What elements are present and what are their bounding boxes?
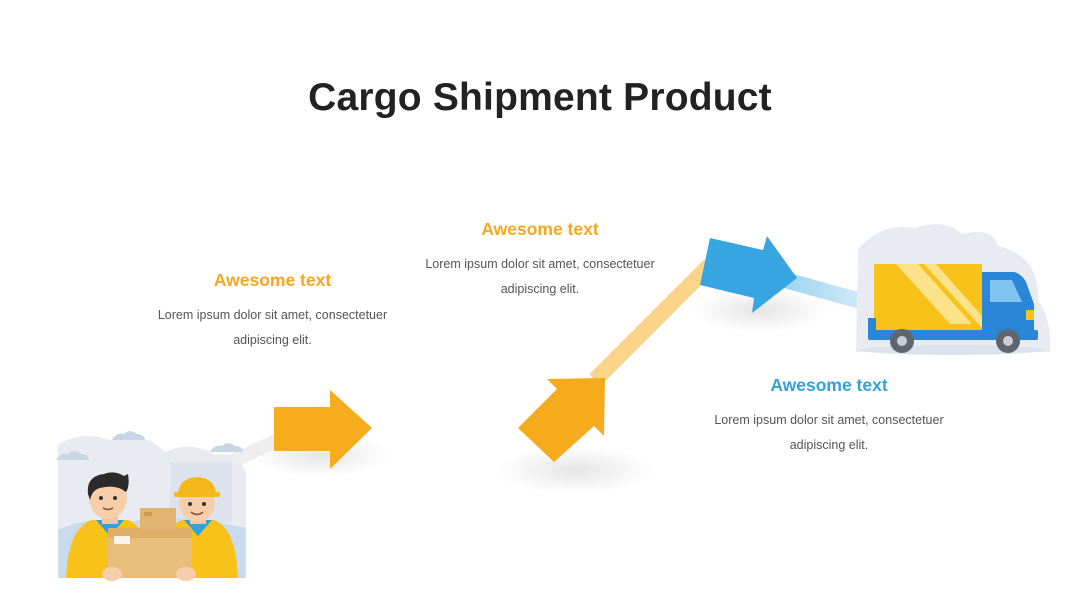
step-2-body-line-2: adipiscing elit. <box>500 282 580 296</box>
step-1-body-line-2: adipiscing elit. <box>233 333 312 347</box>
step-2-body: Lorem ipsum dolor sit amet, consectetuer… <box>415 252 665 302</box>
step-1-text-block: Awesome text Lorem ipsum dolor sit amet,… <box>150 270 395 353</box>
step-2-body-line-1: Lorem ipsum dolor sit amet, consectetuer <box>425 257 655 271</box>
step-1-heading: Awesome text <box>213 270 332 290</box>
arrow-up-right-icon <box>518 378 605 462</box>
step-2-text-block: Awesome text Lorem ipsum dolor sit amet,… <box>415 219 665 302</box>
step-3-text-block: Awesome text Lorem ipsum dolor sit amet,… <box>705 375 953 458</box>
arrow-right-icon <box>274 390 372 469</box>
page-title: Cargo Shipment Product <box>308 76 772 119</box>
step-3-body-line-2: adipiscing elit. <box>789 438 869 452</box>
step-3-body: Lorem ipsum dolor sit amet, consectetuer… <box>705 408 953 458</box>
arrow-right-icon <box>700 236 797 313</box>
step-3-body-line-1: Lorem ipsum dolor sit amet, consectetuer <box>714 413 944 427</box>
step-3-heading: Awesome text <box>770 375 888 395</box>
delivery-workers-illustration <box>56 431 246 581</box>
step-2-heading: Awesome text <box>481 219 599 239</box>
step-1-body: Lorem ipsum dolor sit amet, consectetuer… <box>150 303 395 353</box>
step-1-body-line-1: Lorem ipsum dolor sit amet, consectetuer <box>157 308 388 322</box>
delivery-truck-illustration <box>856 224 1051 355</box>
